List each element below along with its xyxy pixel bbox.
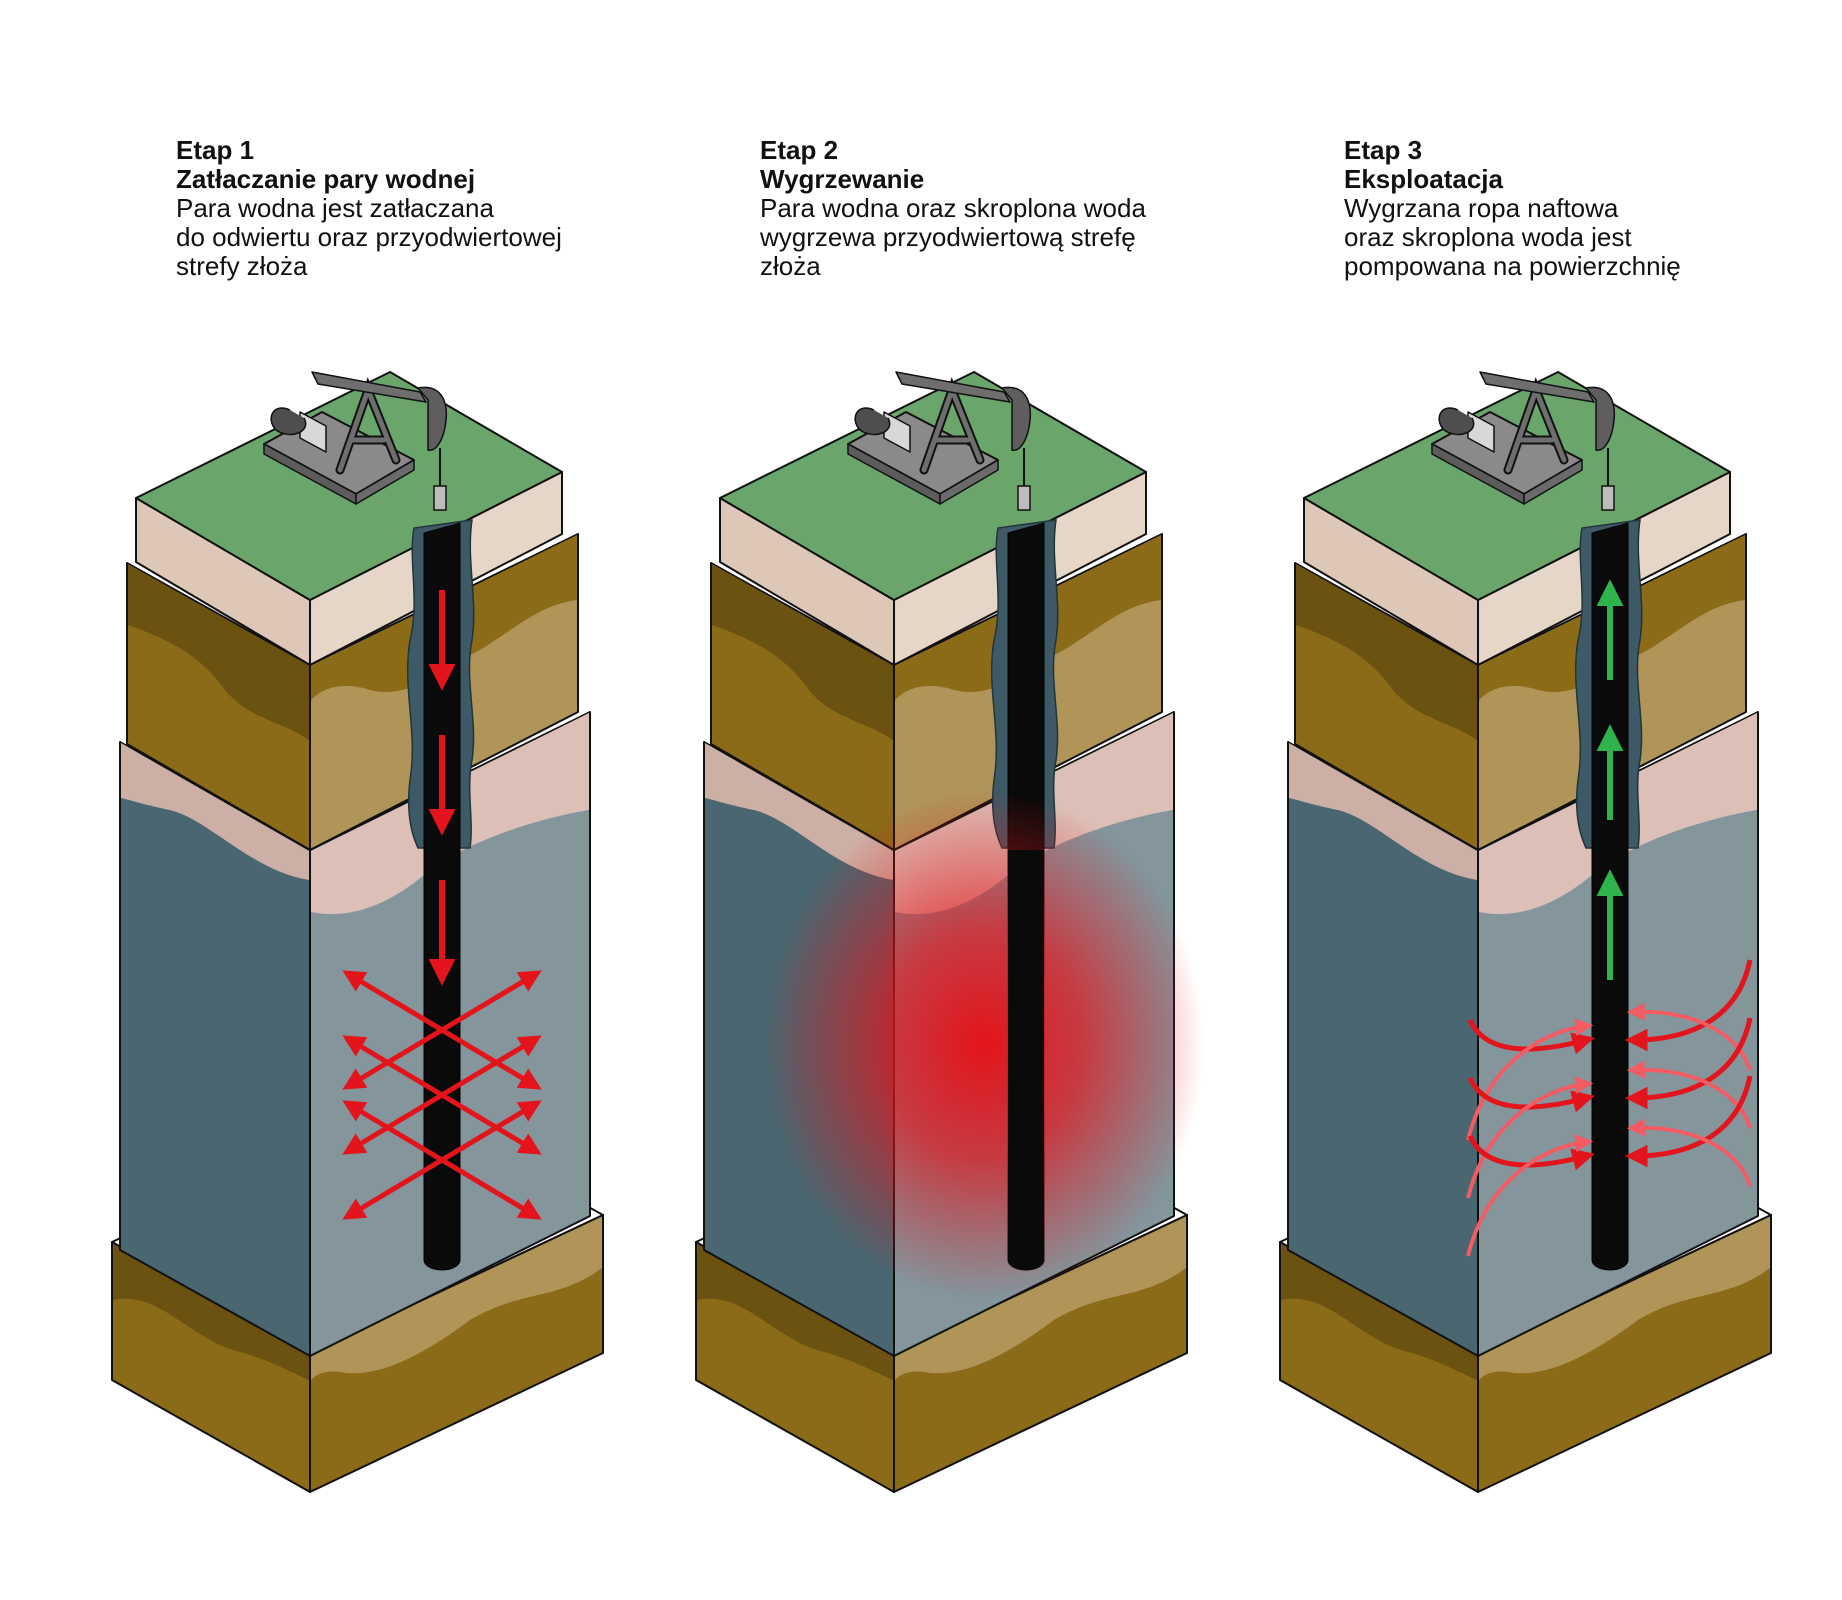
- steam-out-arrow-ur-3: [440, 1100, 542, 1163]
- steam-out-arrow-ll-2: [342, 1092, 444, 1155]
- well-pipe-front: [1008, 850, 1044, 1270]
- stage-2-number: Etap 2: [760, 135, 839, 165]
- stage-1-number: Etap 1: [176, 135, 255, 165]
- stage-1-desc-line-1: Para wodna jest zatłaczana: [176, 193, 494, 223]
- wellbore: [1574, 519, 1643, 1271]
- bottom-soil-left-band: [1281, 1243, 1477, 1380]
- stage-3-desc-line-1: Wygrzana ropa naftowa: [1344, 193, 1619, 223]
- steam-out-arrow-lr-2: [440, 1092, 542, 1155]
- steam-out-arrow-ur-2: [440, 1035, 542, 1098]
- bottom-soil-block: [1279, 1104, 1772, 1493]
- pumpjack-horse-head: [1000, 386, 1032, 451]
- pumpjack-icon: [847, 371, 1032, 511]
- pumpjack-icon: [1431, 371, 1616, 511]
- inflow-arrow-right-light-3: [1626, 1118, 1752, 1187]
- bottom-soil-right-band: [311, 1216, 602, 1380]
- bottom-soil-left-band: [697, 1243, 893, 1380]
- inflow-arrow-right-2: [1625, 1017, 1753, 1110]
- pumpjack-counterweight: [270, 407, 307, 436]
- pumpjack-base-edge-side: [939, 459, 999, 505]
- inflow-arrow-left-light-2: [1466, 1076, 1594, 1199]
- stage-2-desc-line-3: złoża: [760, 251, 821, 281]
- wellhead: [1017, 485, 1031, 511]
- pumpjack-counterweight: [1438, 407, 1475, 436]
- bottom-soil-block: [111, 1104, 604, 1493]
- heat-zone-glow: [764, 790, 1204, 1300]
- steam-out-arrow-ul-3: [342, 1100, 444, 1163]
- steam-out-arrow-ur-1: [440, 970, 542, 1033]
- stage-3-desc-line-2: oraz skroplona woda jest: [1344, 222, 1632, 252]
- inflow-arrow-right-1: [1625, 959, 1753, 1052]
- stage-2-caption: Etap 2 Wygrzewanie Para wodna oraz skrop…: [760, 136, 1220, 281]
- inflow-arrow-left-3: [1467, 1134, 1595, 1171]
- bottom-soil-block: [695, 1104, 1188, 1493]
- stage-3-desc-line-3: pompowana na powierzchnię: [1344, 251, 1681, 281]
- bottom-soil-right-band: [895, 1216, 1186, 1380]
- stage-1-desc-line-2: do odwiertu oraz przyodwiertowej: [176, 222, 562, 252]
- inflow-arrow-left-2: [1467, 1076, 1595, 1113]
- stage-2-desc-line-1: Para wodna oraz skroplona woda: [760, 193, 1146, 223]
- steam-out-arrow-ll-3: [342, 1157, 444, 1220]
- steam-out-arrow-lr-3: [440, 1157, 542, 1220]
- pumpjack-horse-head: [1584, 386, 1616, 451]
- stage-2-title: Wygrzewanie: [760, 164, 925, 194]
- steam-out-arrow-ul-1: [342, 970, 444, 1033]
- pumpjack-horse-head: [416, 386, 448, 451]
- pumpjack-icon: [263, 371, 448, 511]
- pumpjack-walking-beam: [895, 371, 1011, 403]
- pink-clay-left: [1289, 743, 1477, 880]
- bottom-soil-right-band: [1479, 1216, 1770, 1380]
- pumpjack-base-edge-side: [355, 459, 415, 505]
- stage-1-desc-line-3: strefy złoża: [176, 251, 308, 281]
- steam-out-arrow-lr-1: [440, 1027, 542, 1090]
- stage-3-column: [1279, 371, 1772, 1493]
- upper-soil-left-band: [1296, 564, 1477, 740]
- pumpjack-counterweight: [854, 407, 891, 436]
- steam-injection-arrows: [342, 590, 542, 1220]
- stage-1-title: Zatłaczanie pary wodnej: [176, 164, 476, 194]
- upper-soil-left-band: [712, 564, 893, 740]
- wellhead: [1601, 485, 1615, 511]
- stage-1-caption: Etap 1 Zatłaczanie pary wodnej Para wodn…: [176, 136, 636, 281]
- inflow-arrow-right-3: [1625, 1075, 1753, 1168]
- steam-out-arrow-ul-2: [342, 1035, 444, 1098]
- inflow-arrow-right-light-2: [1626, 1060, 1752, 1129]
- stage-3-title: Eksploatacja: [1344, 164, 1503, 194]
- stage-3-number: Etap 3: [1344, 135, 1423, 165]
- production-arrows: [1466, 579, 1753, 1257]
- steam-out-arrow-ll-1: [342, 1027, 444, 1090]
- inflow-arrow-left-1: [1467, 1018, 1595, 1055]
- stage-2-desc-line-2: wygrzewa przyodwiertową strefę: [760, 222, 1136, 252]
- inflow-arrow-left-light-3: [1466, 1134, 1594, 1257]
- pink-clay-left: [705, 743, 893, 880]
- inflow-arrow-left-light-1: [1466, 1018, 1594, 1141]
- stage-2-column: [695, 371, 1204, 1493]
- stage-3-caption: Etap 3 Eksploatacja Wygrzana ropa naftow…: [1344, 136, 1804, 281]
- pumpjack-base-edge-side: [1523, 459, 1583, 505]
- inflow-arrow-right-light-1: [1626, 1002, 1752, 1071]
- pink-clay-left: [121, 743, 309, 880]
- pumpjack-walking-beam: [311, 371, 427, 403]
- pumpjack-walking-beam: [1479, 371, 1595, 403]
- wellhead: [433, 485, 447, 511]
- upper-soil-left-band: [128, 564, 309, 740]
- bottom-soil-left-band: [113, 1243, 309, 1380]
- stage-1-column: [111, 371, 604, 1493]
